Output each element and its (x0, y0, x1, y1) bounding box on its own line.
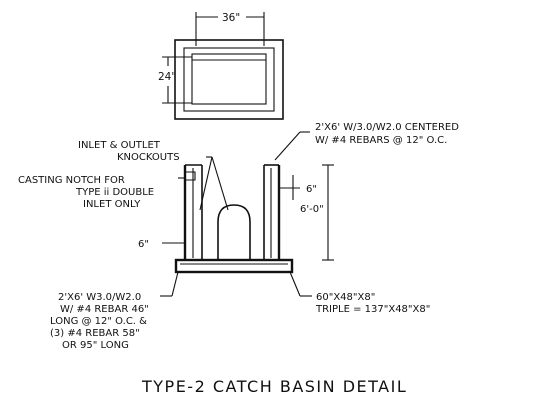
plan-depth-dimension: 24" (158, 71, 176, 83)
casting-notch-label-1: CASTING NOTCH FOR (18, 175, 125, 186)
leader-inlet-2 (199, 156, 213, 211)
leader-inlet-3 (211, 156, 229, 211)
base-slab-label-3: LONG @ 12" O.C. & (50, 316, 147, 327)
knockout-opening (217, 204, 251, 260)
leader-footing-1 (289, 271, 301, 297)
wall-six-inch-label: 6" (306, 184, 317, 195)
plan-view: 36" 24" (158, 12, 284, 120)
inlet-outlet-label-2: KNOCKOUTS (117, 152, 180, 163)
casting-notch-label-3: INLET ONLY (83, 199, 141, 210)
base-slab-label-2: W/ #4 REBAR 46" (60, 304, 149, 315)
side-six-inch-label: 6" (138, 239, 149, 250)
plan-inner-box (183, 47, 275, 112)
base-slab-label-4: (3) #4 REBAR 58" (50, 328, 140, 339)
footing-label-2: TRIPLE = 137"X48"X8" (315, 304, 430, 315)
wall-panel-label-1: 2'X6' W/3.0/W2.0 CENTERED (315, 122, 459, 133)
section-view (160, 131, 334, 297)
annotations: INLET & OUTLET KNOCKOUTS CASTING NOTCH F… (18, 122, 459, 396)
base-slab-label-5: OR 95" LONG (62, 340, 129, 351)
leader-wall-panel-1 (274, 131, 301, 161)
plan-width-dimension: 36" (222, 12, 240, 24)
wall-panel-label-2: W/ #4 REBARS @ 12" O.C. (315, 135, 447, 146)
plan-grate (191, 53, 267, 105)
casting-notch (185, 171, 196, 181)
footing-label-1: 60"X48"X8" (316, 292, 375, 303)
leader-base-slab-1 (171, 271, 179, 297)
height-label: 6'-0" (300, 204, 324, 215)
base-slab-label-1: 2'X6' W3.0/W2.0 (58, 292, 141, 303)
drawing-title: TYPE-2 CATCH BASIN DETAIL (141, 377, 407, 396)
base-slab (174, 258, 294, 274)
casting-notch-label-2: TYPE ii DOUBLE (75, 187, 154, 198)
plan-outer-box (174, 39, 284, 120)
inlet-outlet-label-1: INLET & OUTLET (78, 140, 161, 151)
